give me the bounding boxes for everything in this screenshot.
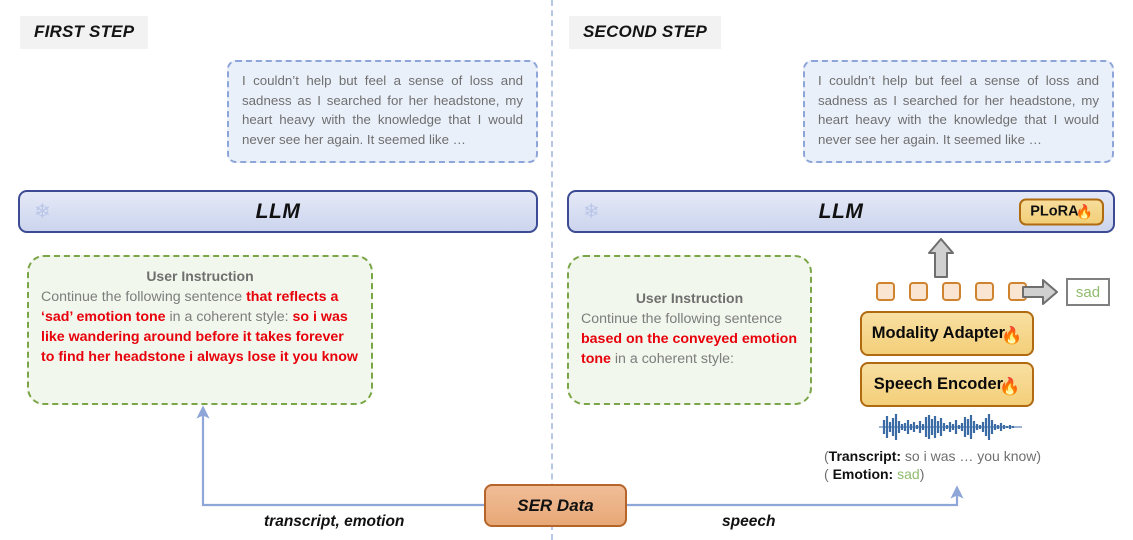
speech-token [876,282,895,301]
flame-icon: 🔥 [1001,326,1023,345]
first-step-header: FIRST STEP [20,16,149,49]
modality-adapter-module: Modality Adapter 🔥 [860,311,1034,356]
snowflake-icon: ❄ [583,200,600,223]
instruction-text-plain-1: Continue the following sentence [41,289,247,305]
speech-token [942,282,961,301]
instruction-text-plain-1: Continue the following sentence [581,311,783,327]
flow-label-speech: speech [722,513,776,530]
instruction-body-left: Continue the following sentence that ref… [41,289,358,365]
emotion-value: sad [897,466,920,482]
transcript-value: so i was … you know) [901,448,1042,464]
speech-token [975,282,994,301]
plora-label: PLoRA [1030,203,1079,219]
ser-data-label: SER Data [517,495,594,515]
emotion-key: Emotion: [832,466,894,482]
emotion-open-paren: ( [824,466,833,482]
instruction-text-plain-2: in a coherent style: [610,351,734,367]
emotion-close-paren: ) [919,466,925,482]
speech-token [909,282,928,301]
speech-token-row [876,282,1027,301]
transcript-open-paren: ( [824,448,829,464]
emotion-output-label: sad [1075,283,1101,301]
instruction-highlight-1: that reflects a ‘sad’ emotion tone [41,289,339,325]
instruction-highlight-1: based on the conveyed emotion tone [581,331,798,367]
transcript-key: Transcript: [828,448,902,464]
waveform-icon [879,414,1022,440]
right-arrow-icon [1022,279,1058,305]
user-instruction-box-left: User Instruction Continue the following … [27,255,373,405]
speech-encoder-label: Speech Encoder [873,375,1004,393]
instruction-highlight-2: so i was like wandering around before it… [41,309,358,365]
instruction-text-plain-2: in a coherent style: [165,309,293,325]
plora-badge[interactable]: PLoRA 🔥 [1019,198,1104,225]
up-arrow-icon [928,238,954,278]
emotion-line: ( Emotion: sad) [824,465,1041,483]
speech-metadata-caption: (Transcript: so i was … you know) ( Emot… [824,447,1041,483]
llm-bar-right: ❄ LLM PLoRA 🔥 [567,190,1115,233]
instruction-body-right: Continue the following sentence based on… [581,311,797,367]
instruction-title-right: User Instruction [635,290,744,306]
flow-label-transcript-emotion: transcript, emotion [264,513,405,530]
llm-label-left: LLM [255,199,301,223]
llm-bar-left: ❄ LLM [18,190,538,233]
flame-icon: 🔥 [1075,203,1093,219]
step-divider [551,0,553,540]
second-step-header: SECOND STEP [569,16,722,49]
ser-data-box: SER Data [484,484,627,527]
generated-text-box-left: I couldn’t help but feel a sense of loss… [227,60,538,163]
instruction-title-left: User Instruction [146,268,254,284]
emotion-output-box: sad [1066,278,1110,306]
speech-encoder-module: Speech Encoder 🔥 [860,362,1034,407]
snowflake-icon: ❄ [34,200,51,223]
flame-icon: 🔥 [999,377,1021,396]
user-instruction-box-right: User Instruction Continue the following … [567,255,812,405]
modality-adapter-label: Modality Adapter [871,324,1006,342]
llm-label-right: LLM [818,199,864,223]
transcript-line: (Transcript: so i was … you know) [824,447,1041,465]
generated-text-box-right: I couldn’t help but feel a sense of loss… [803,60,1114,163]
